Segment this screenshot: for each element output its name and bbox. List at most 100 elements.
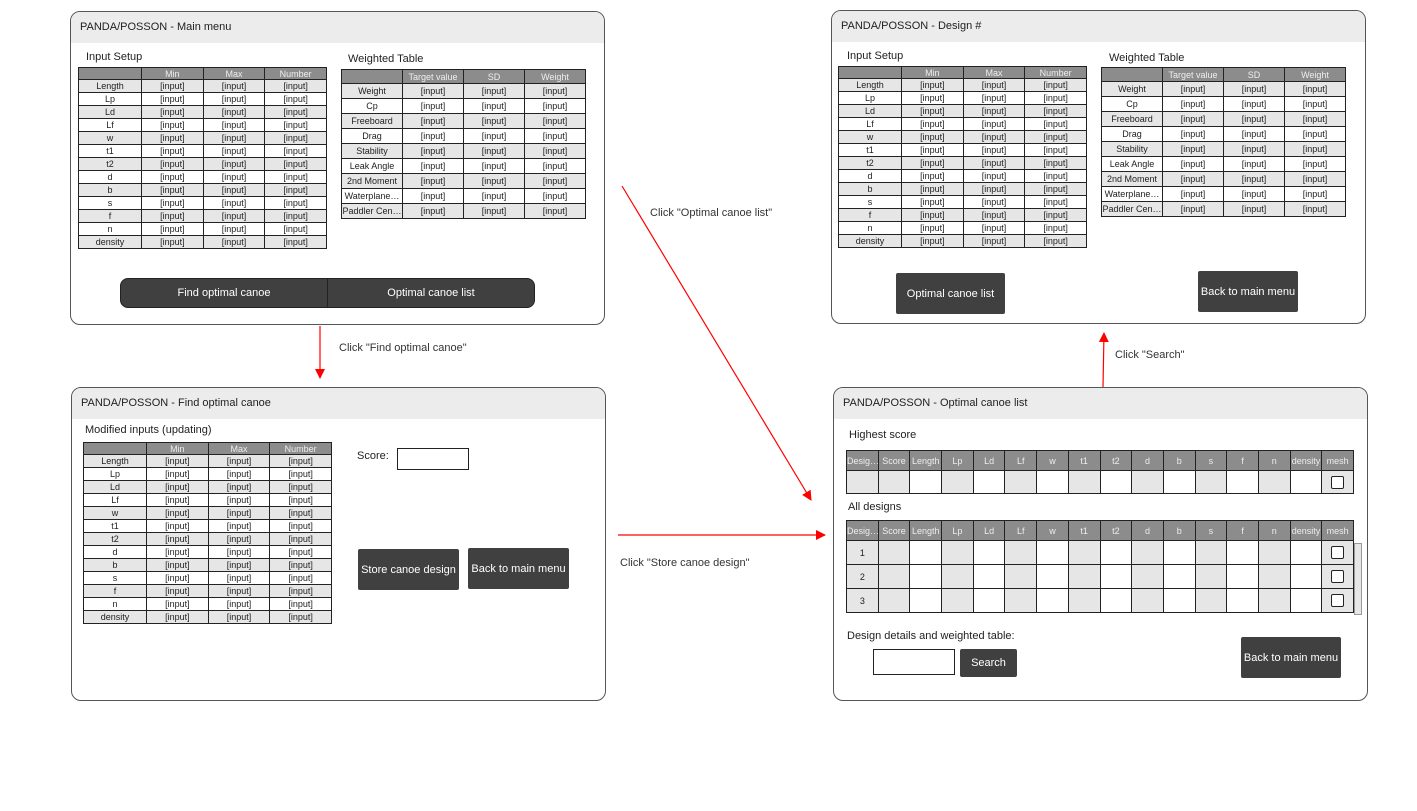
data-cell: [1099, 564, 1133, 589]
input-cell[interactable]: [input]: [901, 208, 964, 222]
input-cell[interactable]: [input]: [202, 105, 266, 119]
input-cell[interactable]: [input]: [402, 143, 464, 159]
input-cell[interactable]: [input]: [264, 105, 327, 119]
input-cell[interactable]: [input]: [962, 234, 1026, 248]
input-cell[interactable]: [input]: [402, 173, 464, 189]
input-cell[interactable]: [input]: [207, 584, 271, 598]
column-header: density: [1289, 450, 1323, 471]
input-cell[interactable]: [input]: [207, 610, 271, 624]
input-cell[interactable]: [input]: [141, 105, 204, 119]
input-cell[interactable]: [input]: [1162, 201, 1224, 217]
input-cell[interactable]: [input]: [207, 480, 271, 494]
row-label: Weight: [341, 83, 403, 99]
input-cell[interactable]: [input]: [202, 157, 266, 171]
find-optimal-canoe-button[interactable]: Find optimal canoe: [177, 287, 271, 299]
input-cell[interactable]: [input]: [146, 480, 209, 494]
input-cell[interactable]: [input]: [524, 173, 586, 189]
back-to-main-menu-button[interactable]: Back to main menu: [1198, 271, 1298, 312]
column-header: [1101, 67, 1163, 82]
input-cell[interactable]: [input]: [901, 130, 964, 144]
data-cell: [1257, 470, 1291, 494]
input-cell[interactable]: [input]: [269, 454, 332, 468]
input-cell[interactable]: [input]: [202, 183, 266, 197]
data-cell: [1131, 588, 1164, 613]
table-row: b[input][input][input]: [78, 183, 327, 197]
data-cell: [1257, 588, 1291, 613]
optimal-canoe-list-button[interactable]: Optimal canoe list: [896, 273, 1005, 314]
input-cell[interactable]: [input]: [1024, 182, 1087, 196]
input-cell[interactable]: [input]: [901, 182, 964, 196]
input-cell[interactable]: [input]: [202, 235, 266, 249]
input-cell[interactable]: [input]: [962, 156, 1026, 170]
input-cell[interactable]: [input]: [1024, 208, 1087, 222]
table-row: Weight[input][input][input]: [341, 83, 586, 99]
score-field[interactable]: [397, 448, 469, 470]
input-cell[interactable]: [input]: [146, 610, 209, 624]
mesh-checkbox[interactable]: [1331, 594, 1345, 607]
input-cell[interactable]: [input]: [463, 83, 525, 99]
input-cell[interactable]: [input]: [1284, 111, 1346, 127]
back-to-main-menu-button[interactable]: Back to main menu: [1241, 637, 1341, 678]
mesh-cell: [1321, 540, 1354, 565]
input-cell[interactable]: [input]: [269, 558, 332, 572]
input-cell[interactable]: [input]: [146, 532, 209, 546]
all-designs-scrollbar[interactable]: [1354, 543, 1362, 615]
input-cell[interactable]: [input]: [1024, 78, 1087, 92]
input-cell[interactable]: [input]: [524, 203, 586, 219]
input-cell[interactable]: [input]: [1024, 234, 1087, 248]
mesh-checkbox[interactable]: [1331, 475, 1345, 489]
input-cell[interactable]: [input]: [146, 506, 209, 520]
store-canoe-design-button[interactable]: Store canoe design: [358, 549, 459, 590]
modified-inputs-label: Modified inputs (updating): [85, 424, 212, 436]
input-cell[interactable]: [input]: [901, 234, 964, 248]
column-header: [341, 69, 403, 84]
input-cell[interactable]: [input]: [146, 454, 209, 468]
input-cell[interactable]: [input]: [202, 209, 266, 223]
input-cell[interactable]: [input]: [402, 83, 464, 99]
column-header: n: [1257, 520, 1291, 541]
input-cell[interactable]: [input]: [524, 83, 586, 99]
mesh-checkbox[interactable]: [1331, 546, 1345, 559]
input-cell[interactable]: [input]: [146, 558, 209, 572]
data-cell: [1004, 470, 1038, 494]
search-button[interactable]: Search: [960, 649, 1017, 677]
input-cell[interactable]: [input]: [962, 130, 1026, 144]
input-cell[interactable]: [input]: [463, 203, 525, 219]
table-row: Length[input][input][input]: [78, 79, 327, 93]
input-cell[interactable]: [input]: [1024, 130, 1087, 144]
optimal-canoe-list-button[interactable]: Optimal canoe list: [327, 279, 534, 307]
main-menu-window: PANDA/POSSON - Main menu Input Setup Min…: [70, 11, 605, 325]
input-cell[interactable]: [input]: [141, 235, 204, 249]
input-cell[interactable]: [input]: [1223, 141, 1285, 157]
score-label: Score:: [357, 450, 389, 462]
input-cell[interactable]: [input]: [207, 506, 271, 520]
input-cell[interactable]: [input]: [264, 235, 327, 249]
input-cell[interactable]: [input]: [141, 183, 204, 197]
table-row: t1[input][input][input]: [83, 519, 332, 533]
input-cell[interactable]: [input]: [962, 208, 1026, 222]
input-cell[interactable]: [input]: [962, 78, 1026, 92]
column-header: Length: [909, 450, 943, 471]
input-cell[interactable]: [input]: [901, 156, 964, 170]
row-label: Ld: [78, 105, 142, 119]
input-cell[interactable]: [input]: [269, 480, 332, 494]
row-label: f: [78, 209, 142, 223]
input-cell[interactable]: [input]: [264, 131, 327, 145]
input-cell[interactable]: [input]: [1223, 111, 1285, 127]
input-cell[interactable]: [input]: [202, 131, 266, 145]
row-label: Freeboard: [341, 113, 403, 129]
table-row: w[input][input][input]: [78, 131, 327, 145]
input-cell[interactable]: [input]: [269, 610, 332, 624]
input-cell[interactable]: [input]: [1223, 201, 1285, 217]
data-cell: [1194, 588, 1228, 613]
input-cell[interactable]: [input]: [1223, 171, 1285, 187]
highest-score-label: Highest score: [849, 429, 917, 441]
mesh-checkbox[interactable]: [1331, 570, 1345, 583]
table-row: w[input][input][input]: [838, 130, 1087, 144]
back-to-main-menu-button[interactable]: Back to main menu: [468, 548, 569, 589]
input-cell[interactable]: [input]: [1284, 201, 1346, 217]
design-search-field[interactable]: [873, 649, 955, 675]
